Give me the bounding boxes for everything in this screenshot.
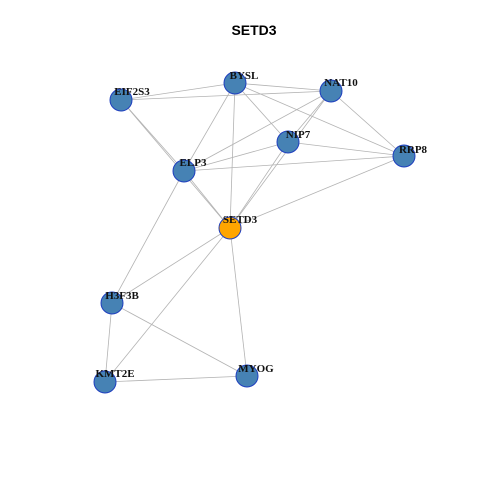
edge-setd3-kmt2e (104, 227, 231, 383)
edge-nip7-rrp8 (287, 141, 405, 157)
edge-nip7-setd3 (229, 141, 289, 229)
node-h3f3b (100, 291, 124, 315)
edge-bysl-nip7 (234, 82, 289, 143)
node-setd3 (218, 216, 242, 240)
node-label-elp3: ELP3 (180, 157, 207, 169)
edge-setd3-myog (229, 227, 248, 377)
edge-setd3-h3f3b (111, 227, 231, 304)
node-nat10 (319, 79, 343, 103)
edge-kmt2e-myog (104, 375, 248, 383)
edge-bysl-setd3 (229, 82, 236, 229)
edge-elp3-h3f3b (111, 170, 185, 304)
edge-h3f3b-kmt2e (104, 302, 113, 383)
edge-group (104, 82, 405, 383)
node-group (93, 71, 416, 394)
node-rrp8 (392, 144, 416, 168)
edge-nip7-elp3 (183, 141, 289, 172)
edge-rrp8-setd3 (229, 155, 405, 229)
edge-h3f3b-myog (111, 302, 248, 377)
edge-bysl-nat10 (234, 82, 332, 92)
edge-elp3-setd3 (183, 170, 231, 229)
node-eif2s3 (109, 88, 133, 112)
node-label-kmt2e: KMT2E (95, 368, 134, 380)
node-bysl (223, 71, 247, 95)
edge-nat10-elp3 (183, 90, 332, 172)
edge-eif2s3-nat10 (120, 90, 332, 101)
node-elp3 (172, 159, 196, 183)
node-label-nat10: NAT10 (324, 77, 358, 89)
edge-bysl-elp3 (183, 82, 236, 172)
node-label-bysl: BYSL (230, 70, 259, 82)
node-label-eif2s3: EIF2S3 (114, 86, 150, 98)
node-myog (235, 364, 259, 388)
node-label-setd3: SETD3 (223, 214, 258, 226)
edge-bysl-rrp8 (234, 82, 405, 157)
node-label-nip7: NIP7 (286, 129, 311, 141)
edge-nat10-setd3 (229, 90, 332, 229)
node-kmt2e (93, 370, 117, 394)
edge-nat10-rrp8 (330, 90, 405, 157)
node-label-h3f3b: H3F3B (105, 290, 139, 302)
node-label-rrp8: RRP8 (399, 144, 428, 156)
edge-rrp8-elp3 (183, 155, 405, 172)
node-label-myog: MYOG (238, 363, 274, 375)
graph-title: SETD3 (231, 22, 276, 38)
edge-eif2s3-bysl (120, 82, 236, 101)
node-nip7 (276, 130, 300, 154)
